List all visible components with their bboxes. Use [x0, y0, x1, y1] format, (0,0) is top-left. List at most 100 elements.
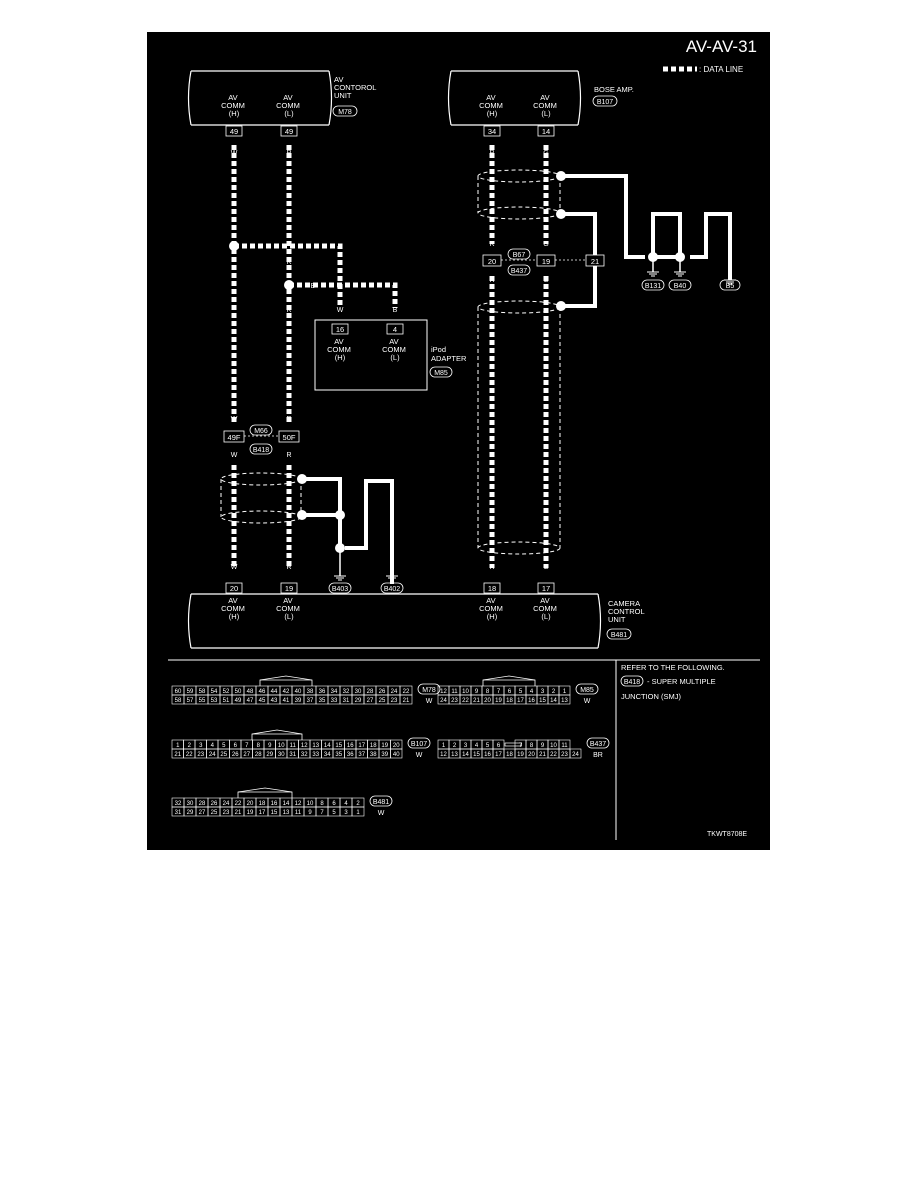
- pin-number: 18: [259, 801, 266, 807]
- pin-number: 1: [176, 743, 180, 749]
- pin-label-h: AV COMM (H): [221, 93, 247, 118]
- pin-number: 32: [175, 801, 182, 807]
- pin-number: 47: [247, 698, 254, 704]
- pin-number: 35: [335, 752, 342, 758]
- svg-text:R: R: [489, 241, 494, 248]
- pin-number: 17: [358, 743, 365, 749]
- pin-number: 3: [541, 689, 545, 695]
- pin-number: 10: [550, 743, 557, 749]
- pin-number: 11: [561, 743, 568, 749]
- pin-number: 36: [319, 689, 326, 695]
- pin-number: 22: [403, 689, 410, 695]
- diagram-panel: [147, 32, 770, 850]
- pin-number: 6: [234, 743, 238, 749]
- pin-number: 28: [255, 752, 262, 758]
- ground-badge: [328, 582, 352, 594]
- ground-symbol: [334, 575, 398, 581]
- pin-number: 35: [319, 698, 326, 704]
- connector-badge: [407, 737, 431, 749]
- pin-number: 4: [211, 743, 215, 749]
- pin-number: 15: [539, 698, 546, 704]
- svg-text:AV COMM (H): AV COMM (H): [479, 596, 505, 621]
- pin-number: 15: [271, 810, 278, 816]
- shield-drain-right: [561, 174, 732, 308]
- pin-number: 40: [295, 689, 302, 695]
- pin-number: 30: [278, 752, 285, 758]
- pin-number: 41: [283, 698, 290, 704]
- pin-number: 4: [344, 801, 348, 807]
- pin-number: 19: [247, 810, 254, 816]
- connector-cavity: [351, 806, 365, 817]
- pin-number: 5: [332, 810, 336, 816]
- svg-text:B418: B418: [624, 679, 640, 686]
- svg-text:W: W: [337, 307, 344, 314]
- pin-number: 23: [451, 698, 458, 704]
- pin-number: 15: [335, 743, 342, 749]
- pin-number: 21: [473, 698, 480, 704]
- pin-number: 13: [283, 810, 290, 816]
- pin-number: 2: [356, 801, 360, 807]
- pin-number: 33: [331, 698, 338, 704]
- pin-number: 24: [440, 698, 447, 704]
- ground-badge: [641, 279, 665, 291]
- connector-badge: [332, 105, 358, 117]
- svg-text:B418: B418: [253, 447, 269, 454]
- av-control-unit: AV CONTOROL UNIT M78 AV COMM (H) AV COMM…: [187, 70, 376, 137]
- pin-number: 7: [245, 743, 249, 749]
- svg-text:B402: B402: [384, 586, 400, 593]
- legend: : DATA LINE: [663, 65, 743, 74]
- shield-drain-left: [302, 477, 394, 584]
- pin-number: 32: [301, 752, 308, 758]
- svg-text:B67: B67: [513, 252, 526, 259]
- component-name: BOSE AMP.: [594, 85, 634, 94]
- pin-label-l: AV COMM (L): [533, 93, 559, 118]
- pin-number: 45: [259, 698, 266, 704]
- connector-id: B107: [411, 741, 427, 748]
- connector-badge: [429, 366, 453, 378]
- pin-number: 14: [283, 801, 290, 807]
- svg-text:B: B: [311, 283, 316, 290]
- pin-number: 21: [174, 752, 181, 758]
- pin-number: 52: [223, 689, 230, 695]
- pin-number: 8: [320, 801, 324, 807]
- pin-label-h: AV COMM (H): [327, 337, 353, 362]
- connector-badge: [586, 737, 610, 749]
- pin-number: 13: [451, 752, 458, 758]
- pin-number: 24: [209, 752, 216, 758]
- pin-number: 23: [561, 752, 568, 758]
- pin-number: 14: [550, 698, 557, 704]
- svg-text:R: R: [286, 452, 291, 459]
- svg-text:W: W: [231, 452, 238, 459]
- pin-number: 21: [403, 698, 410, 704]
- pin-number: 18: [506, 752, 513, 758]
- pin-number: 54: [211, 689, 218, 695]
- pin-number: 34: [488, 127, 496, 136]
- pin-number: 24: [223, 801, 230, 807]
- connector-color: BR: [593, 752, 603, 759]
- svg-text:W: W: [231, 416, 238, 423]
- svg-text:49F: 49F: [228, 433, 241, 442]
- image-code: TKWT8708E: [707, 831, 747, 838]
- pin-number: 48: [247, 689, 254, 695]
- pin-number: 3: [199, 743, 203, 749]
- reference-note: REFER TO THE FOLLOWING. B418 - SUPER MUL…: [620, 663, 725, 701]
- connector-badge: [575, 683, 599, 695]
- pin-number: 55: [199, 698, 206, 704]
- pin-number: 24: [572, 752, 579, 758]
- connector-color: W: [426, 698, 433, 705]
- pin-number: 11: [451, 689, 458, 695]
- pin-number: 34: [324, 752, 331, 758]
- pin-number: 8: [257, 743, 261, 749]
- pin-number: 31: [175, 810, 182, 816]
- pin-number: 60: [175, 689, 182, 695]
- splice-dot: [284, 280, 294, 290]
- svg-text:R: R: [489, 564, 494, 571]
- pin-number: 43: [271, 698, 278, 704]
- pin-number: 12: [301, 743, 308, 749]
- pin-number: 23: [223, 810, 230, 816]
- pin-number: 9: [308, 810, 312, 816]
- pin-number: 9: [475, 689, 479, 695]
- pin-number: 14: [542, 127, 550, 136]
